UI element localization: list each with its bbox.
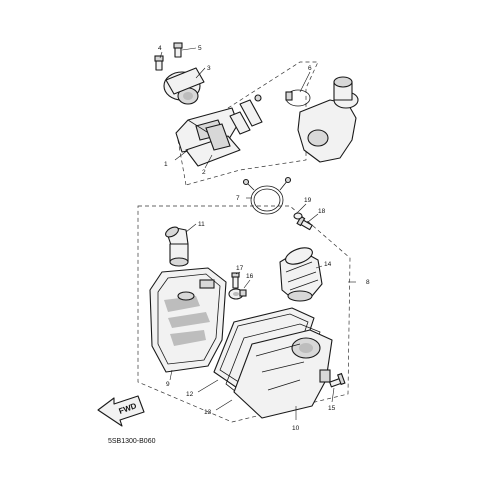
air-cleaner-case-part [233, 329, 333, 419]
screw-15-part [329, 372, 346, 388]
callout-18: 18 [318, 208, 326, 215]
bolt-4-part [154, 55, 164, 71]
callout-15: 15 [328, 405, 336, 412]
grommet-16-part [228, 288, 247, 300]
upper-group-frame [177, 61, 319, 186]
screw-17-part [231, 272, 240, 289]
bolt-18-part [296, 215, 313, 231]
callout-12: 12 [186, 391, 194, 398]
air-cleaner-cap-part [149, 267, 227, 373]
lower-group-frame [137, 205, 351, 423]
callout-7: 7 [236, 195, 240, 202]
reed-stopper-plates [229, 94, 263, 135]
intake-manifold-part [163, 67, 205, 105]
forward-direction-arrow: FWD [97, 395, 145, 427]
callout-11: 11 [198, 221, 205, 228]
callout-3: 3 [207, 65, 211, 72]
callout-9: 9 [166, 381, 170, 388]
clamp-7-part [242, 176, 292, 215]
intake-joint-14-part [279, 247, 323, 302]
callout-16: 16 [246, 273, 254, 280]
air-duct-elbow-part [165, 226, 189, 267]
diagram-code: 5SB1300-B060 [108, 438, 156, 445]
callout-4: 4 [158, 45, 162, 52]
callout-5: 5 [198, 45, 202, 52]
intake-joint-part [297, 76, 359, 163]
callout-6: 6 [308, 65, 312, 72]
callout-8: 8 [366, 279, 370, 286]
callout-13: 13 [204, 409, 212, 416]
callout-10: 10 [292, 425, 300, 432]
washer-19-part [293, 212, 303, 220]
leader-lines [159, 47, 356, 420]
callout-17: 17 [236, 265, 244, 272]
bolt-5-part [173, 42, 183, 58]
callout-14: 14 [324, 261, 332, 268]
callout-1: 1 [164, 161, 168, 168]
callout-2: 2 [202, 169, 206, 176]
callout-19: 19 [304, 197, 312, 204]
clamp-6-part [285, 89, 311, 107]
reed-valve-part [185, 123, 241, 167]
